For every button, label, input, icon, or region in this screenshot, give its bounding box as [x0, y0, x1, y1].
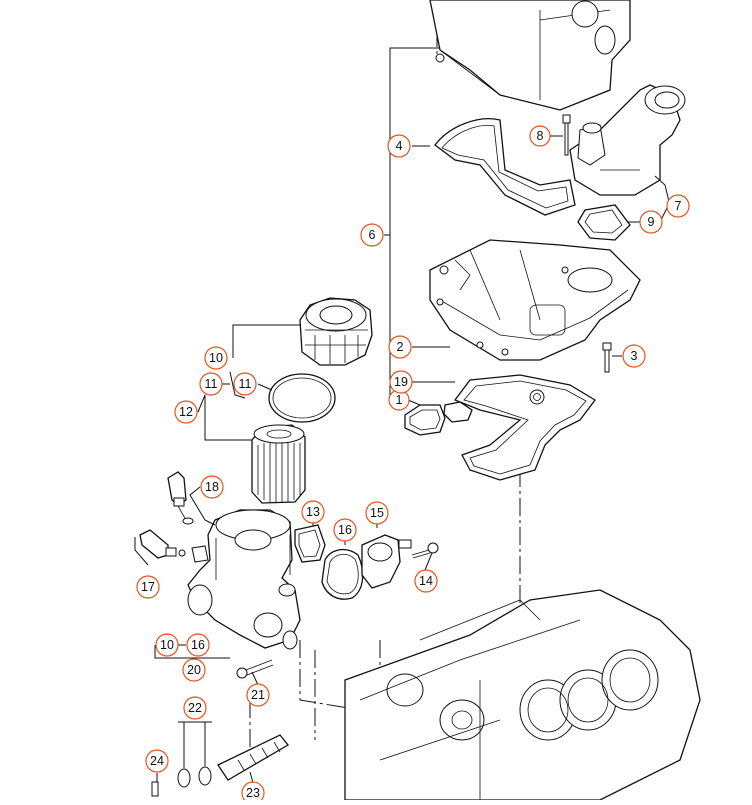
callout-13: 13: [301, 500, 325, 524]
callout-10-lower: 10: [155, 633, 179, 657]
svg-text:11: 11: [205, 377, 218, 391]
gasket-13: [294, 524, 326, 563]
gasket-4: [434, 118, 576, 216]
svg-text:21: 21: [251, 688, 265, 702]
filter-element: [251, 424, 306, 504]
svg-text:16: 16: [191, 638, 205, 652]
callout-11-right: 11: [233, 372, 257, 396]
callout-6: 6: [360, 223, 384, 247]
engine-block: [344, 589, 701, 801]
svg-text:4: 4: [396, 139, 403, 153]
callout-24: 24: [145, 749, 169, 773]
svg-text:8: 8: [537, 129, 544, 143]
seal-9: [577, 204, 631, 241]
callout-15: 15: [365, 501, 389, 525]
callout-16-lower: 16: [186, 633, 210, 657]
bolt-3: [602, 342, 612, 373]
svg-text:10: 10: [160, 638, 174, 652]
svg-text:1: 1: [396, 393, 403, 407]
svg-text:18: 18: [205, 480, 219, 494]
valve-15: [361, 534, 412, 589]
seal-22: [177, 766, 212, 788]
callout-10: 10: [204, 346, 228, 370]
svg-text:22: 22: [188, 701, 202, 715]
bolt-14: [411, 542, 439, 559]
sensor-18: [167, 471, 194, 525]
filter-housing: [187, 509, 301, 650]
callout-9: 9: [639, 210, 663, 234]
svg-text:2: 2: [397, 340, 404, 354]
callout-16: 16: [333, 518, 357, 542]
switch-17: [139, 529, 186, 559]
callout-8: 8: [529, 125, 551, 147]
svg-text:15: 15: [370, 506, 384, 520]
svg-text:14: 14: [419, 574, 433, 588]
callout-23: 23: [241, 781, 265, 805]
svg-text:6: 6: [369, 228, 376, 242]
callout-3: 3: [622, 344, 646, 368]
svg-text:10: 10: [209, 351, 223, 365]
bracket-2: [429, 239, 641, 361]
svg-text:13: 13: [306, 505, 320, 519]
svg-text:9: 9: [648, 215, 655, 229]
svg-text:3: 3: [631, 349, 638, 363]
filter-cap: [299, 297, 373, 366]
valve-23: [217, 734, 289, 781]
svg-text:7: 7: [675, 199, 682, 213]
oil-cooler: [429, 0, 631, 111]
callout-7: 7: [666, 194, 690, 218]
callout-12: 12: [174, 400, 198, 424]
callout-19: 19: [389, 370, 413, 394]
callout-11-left: 11: [199, 372, 223, 396]
bolt-8: [562, 114, 571, 156]
callout-22: 22: [183, 696, 207, 720]
callout-20: 20: [182, 658, 206, 682]
bolt-24: [151, 781, 159, 797]
svg-text:23: 23: [246, 786, 260, 800]
svg-text:20: 20: [187, 663, 201, 677]
o-ring-11: [268, 373, 336, 423]
gasket-1: [404, 401, 473, 436]
callout-4: 4: [387, 134, 411, 158]
svg-text:17: 17: [141, 580, 155, 594]
callout-14: 14: [414, 569, 438, 593]
gasket-16: [321, 548, 364, 600]
gasket-19: [453, 374, 596, 481]
svg-text:16: 16: [338, 523, 352, 537]
callout-17: 17: [136, 575, 160, 599]
callout-18: 18: [200, 475, 224, 499]
svg-text:12: 12: [179, 405, 193, 419]
svg-text:11: 11: [239, 377, 252, 391]
callout-2: 2: [388, 335, 412, 359]
svg-text:19: 19: [394, 375, 408, 389]
leader-lines: [134, 47, 671, 784]
bolt-21: [236, 659, 274, 679]
callout-21: 21: [246, 683, 270, 707]
thermostat-housing: [569, 84, 686, 196]
svg-text:24: 24: [150, 754, 164, 768]
